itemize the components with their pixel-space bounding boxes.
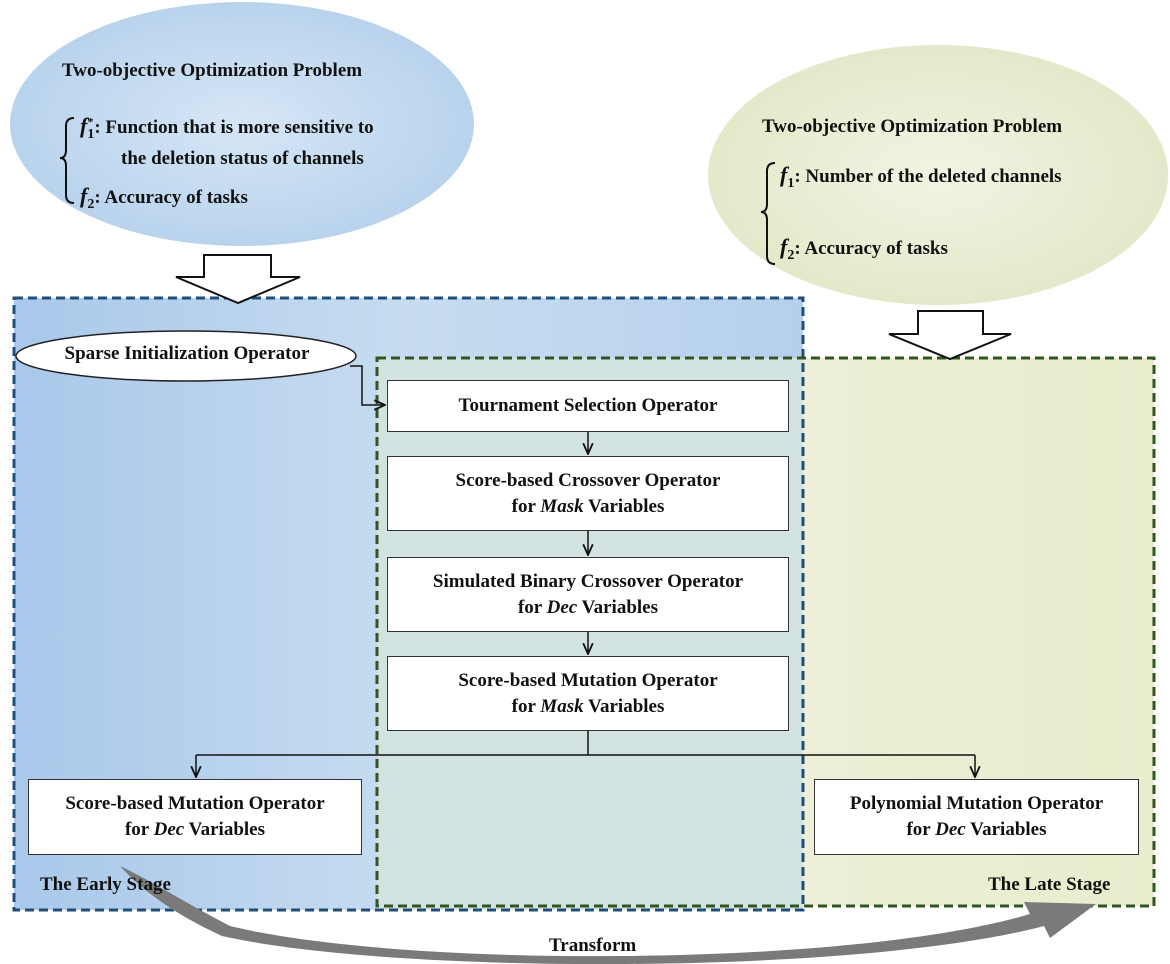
sbx-crossover-box: Simulated Binary Crossover Operator for …	[387, 557, 789, 632]
score-crossover-for: for	[511, 495, 541, 517]
mutation-mask-line2: for Mask Variables	[512, 694, 665, 720]
right-brace	[760, 162, 776, 265]
sparse-init-ellipse	[15, 330, 357, 382]
left-f1-symbol: f	[80, 113, 88, 138]
sparse-init-label: Sparse Initialization Operator	[64, 343, 310, 364]
left-hollow-arrow	[175, 254, 301, 305]
mutation-mask-tail: Variables	[583, 695, 665, 717]
right-problem-ellipse	[708, 45, 1168, 305]
left-f1-text: : Function that is more sensitive to	[94, 117, 374, 138]
right-problem-title: Two-objective Optimization Problem	[762, 116, 1063, 137]
mutation-dec-line1: Score-based Mutation Operator	[65, 793, 325, 815]
score-mutation-mask-box: Score-based Mutation Operator for Mask V…	[387, 656, 789, 731]
left-f1-sup: *	[87, 114, 94, 129]
sbx-tail: Variables	[577, 596, 659, 618]
score-crossover-box: Score-based Crossover Operator for Mask …	[387, 456, 789, 531]
late-stage-border	[375, 356, 1156, 908]
score-crossover-line2: for Mask Variables	[512, 494, 665, 520]
poly-line1: Polynomial Mutation Operator	[849, 793, 1104, 815]
early-stage-border	[12, 296, 805, 912]
score-crossover-tail: Variables	[583, 495, 665, 517]
right-f1-sub: 1	[787, 175, 795, 191]
mutation-dec-var: Dec	[153, 819, 185, 840]
score-mutation-dec-box: Score-based Mutation Operator for Dec Va…	[28, 779, 362, 855]
left-f1-label: f*1: Function that is more sensitive to	[80, 113, 374, 144]
mutation-mask-var: Mask	[540, 695, 584, 717]
left-f1-sub: 1	[87, 126, 95, 142]
sbx-for: for	[517, 596, 547, 618]
left-problem-title: Two-objective Optimization Problem	[62, 60, 363, 81]
left-problem-ellipse	[10, 2, 474, 246]
right-f2-text: : Accuracy of tasks	[794, 238, 948, 259]
right-f2-sub: 2	[787, 247, 795, 263]
polynomial-mutation-box: Polynomial Mutation Operator for Dec Var…	[814, 779, 1139, 855]
right-f1-label: f1: Number of the deleted channels	[780, 162, 1062, 193]
poly-tail: Variables	[965, 819, 1047, 840]
early-stage-label: The Early Stage	[40, 874, 171, 895]
sparse-to-tournament-arrow	[350, 365, 385, 405]
right-hollow-arrow	[888, 310, 1012, 361]
tournament-selection-box: Tournament Selection Operator	[387, 380, 789, 432]
left-f1-line2: the deletion status of channels	[121, 148, 364, 169]
sbx-var: Dec	[546, 596, 578, 618]
mutation-dec-tail: Variables	[184, 819, 266, 840]
poly-for: for	[906, 819, 936, 840]
mutation-mask-line1: Score-based Mutation Operator	[458, 669, 718, 691]
left-f2-text: : Accuracy of tasks	[94, 187, 248, 208]
left-f2-label: f2: Accuracy of tasks	[80, 183, 248, 214]
overlap-region	[377, 358, 803, 910]
sbx-line2: for Dec Variables	[518, 595, 658, 621]
mutation-dec-for: for	[124, 819, 154, 840]
right-f2-symbol: f	[780, 234, 788, 259]
late-stage-label: The Late Stage	[988, 874, 1111, 895]
right-f1-symbol: f	[780, 162, 788, 187]
tournament-selection-label: Tournament Selection Operator	[458, 395, 718, 417]
right-f1-text: : Number of the deleted channels	[794, 166, 1062, 187]
poly-line2: for Dec Variables	[906, 817, 1046, 843]
score-crossover-line1: Score-based Crossover Operator	[455, 469, 721, 491]
sbx-line1: Simulated Binary Crossover Operator	[432, 570, 744, 592]
score-crossover-var: Mask	[540, 495, 584, 517]
transform-label: Transform	[549, 935, 637, 956]
right-f2-label: f2: Accuracy of tasks	[780, 234, 948, 265]
left-f2-symbol: f	[80, 183, 88, 208]
left-f2-sub: 2	[87, 196, 95, 212]
mutation-mask-for: for	[511, 695, 541, 717]
poly-var: Dec	[935, 819, 966, 840]
left-brace	[59, 117, 75, 204]
mutation-dec-line2: for Dec Variables	[125, 817, 265, 843]
